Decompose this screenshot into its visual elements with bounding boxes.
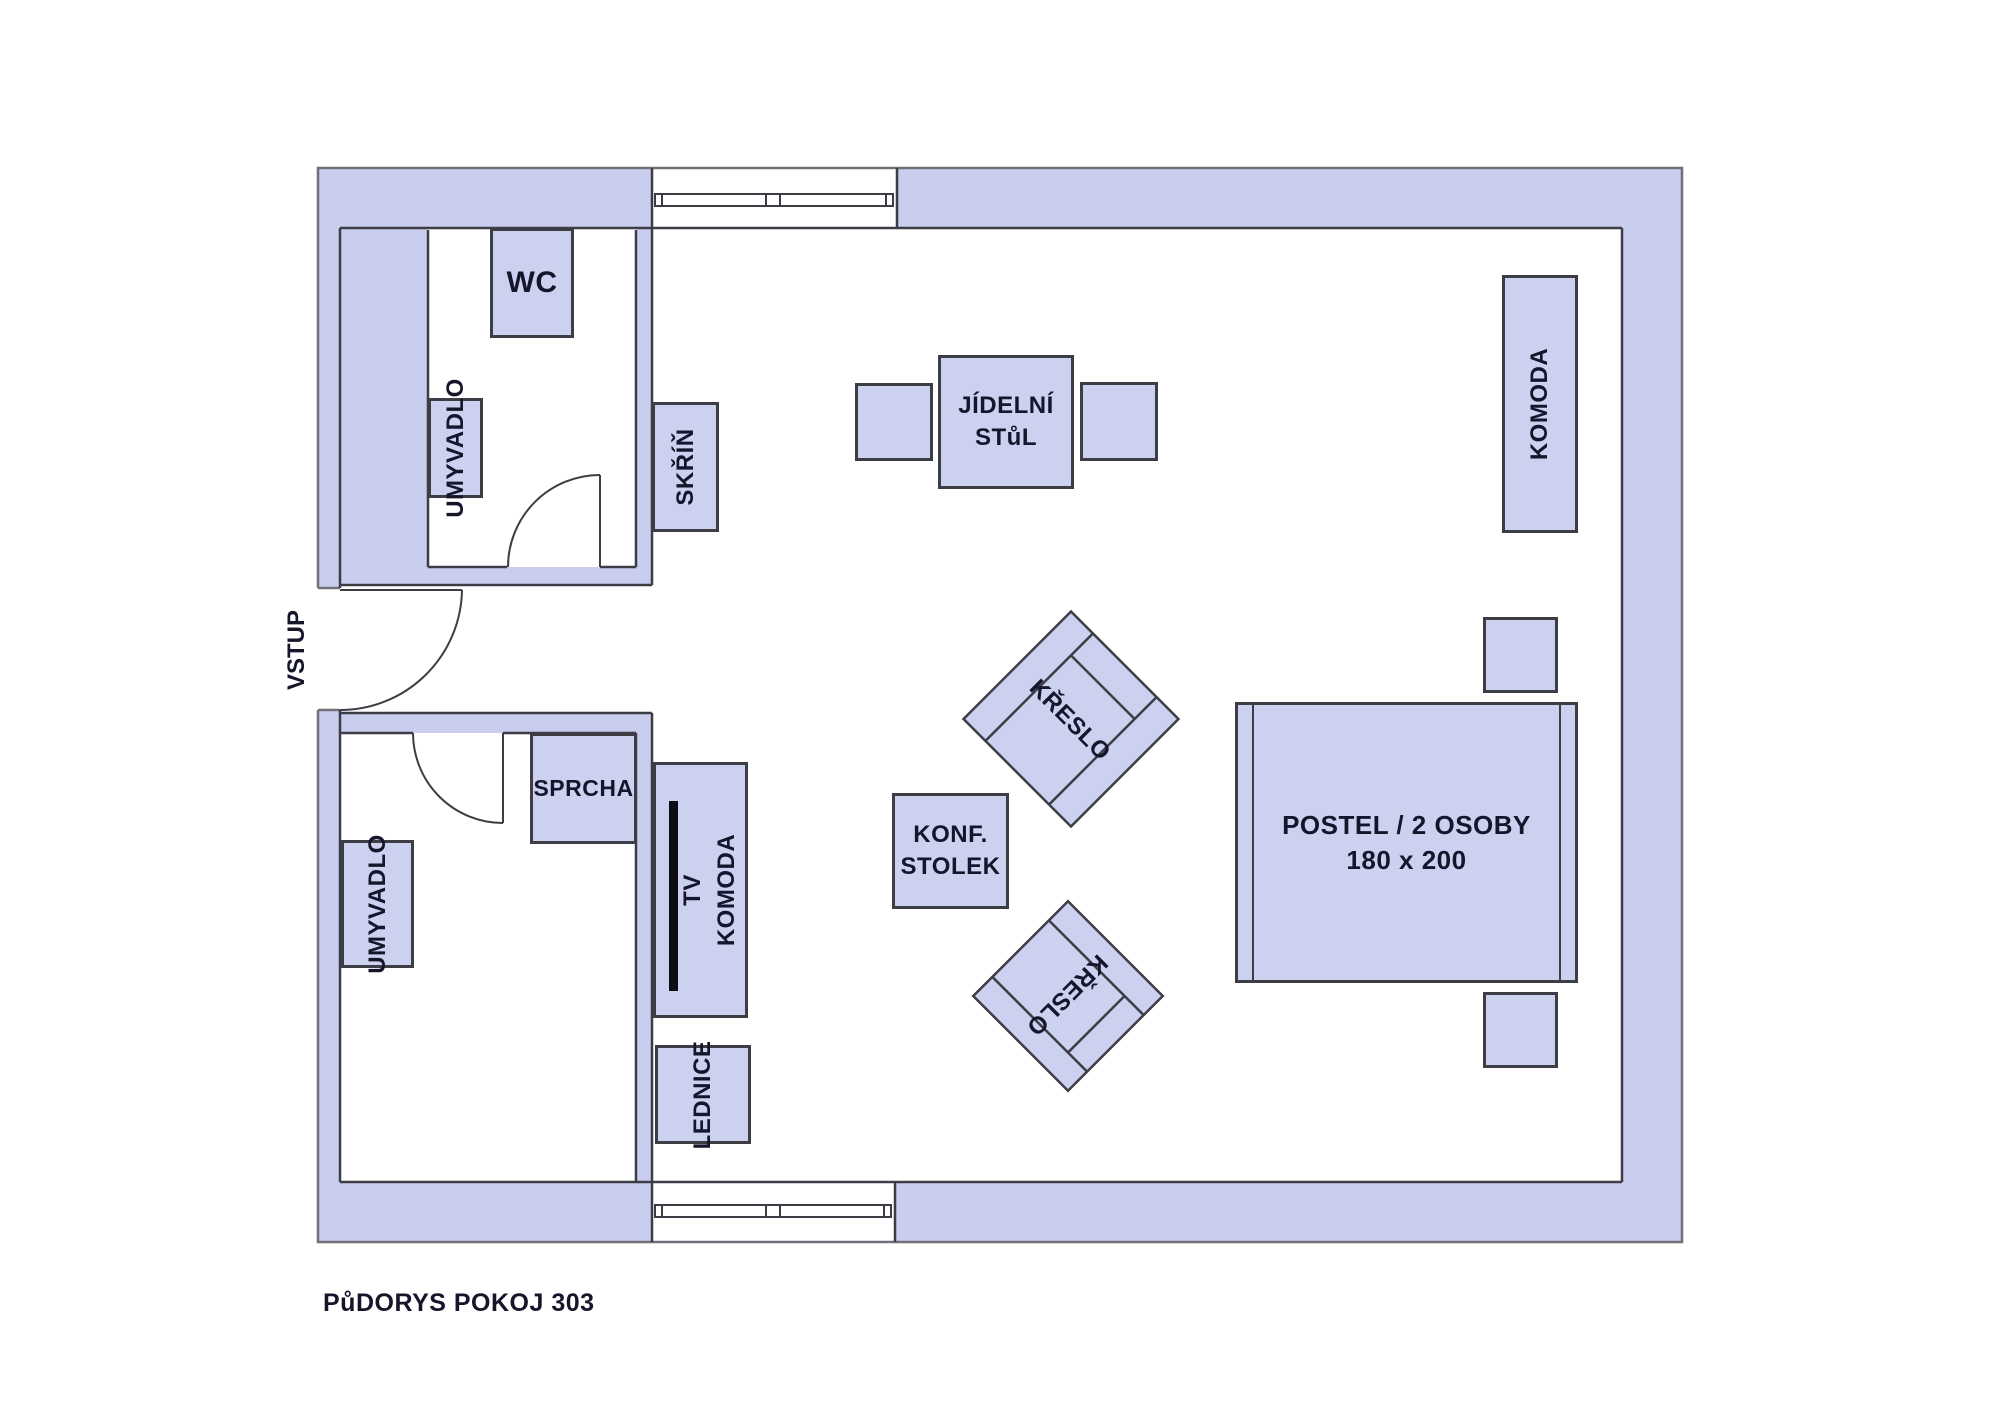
wall-top-right-segment	[897, 168, 1622, 228]
armchair-2-body	[971, 899, 1165, 1093]
fridge: LEDNICE	[655, 1040, 751, 1149]
wall-wc-bottom-block	[340, 567, 636, 585]
shower: SPRCHA	[530, 733, 637, 844]
bed-footboard-line	[1559, 705, 1561, 980]
dresser-right: KOMODA	[1502, 275, 1578, 533]
sink-top-label: UMYVADLO	[441, 378, 469, 518]
wall-wc-left-block	[340, 228, 428, 567]
armchair-2: KŘESLO	[971, 899, 1165, 1093]
dining-table-label-line2: STůL	[974, 424, 1037, 451]
coffee-table-label-line2: STOLEK	[900, 853, 1001, 880]
dining-table-label-line1: JÍDELNÍ	[958, 392, 1054, 419]
walls	[318, 168, 1682, 1242]
sink-bottom-label: UMYVADLO	[363, 834, 391, 974]
fridge-label: LEDNICE	[689, 1040, 716, 1149]
bed-headboard-line	[1252, 705, 1254, 980]
nightstand-top	[1483, 617, 1558, 693]
wall-left-upper	[318, 168, 340, 588]
wc-door-swing-arc	[507, 474, 601, 568]
wall-bottom-left-segment	[318, 1182, 652, 1242]
dining-table: JÍDELNÍ STůL	[938, 355, 1074, 489]
window-top-mullions	[661, 194, 887, 206]
plan-title: PůDORYS POKOJ 303	[323, 1289, 595, 1317]
window-top	[654, 193, 894, 207]
sink-bottom: UMYVADLO	[341, 834, 414, 974]
dresser-right-label: KOMODA	[1526, 347, 1553, 461]
nightstand-bottom	[1483, 992, 1558, 1068]
inner-wall-lines	[338, 168, 1624, 1242]
sink-top: UMYVADLO	[428, 378, 483, 518]
entrance-door-swing-arc	[339, 589, 463, 711]
entrance-door	[339, 589, 463, 711]
tv-label: TV	[679, 874, 706, 906]
wardrobe-label: SKŘÍŇ	[671, 428, 699, 506]
wall-right	[1622, 168, 1682, 1242]
wall-bathroom-right-band	[636, 733, 652, 1182]
wc-fixture: WC	[490, 228, 574, 338]
tv-screen-bar	[669, 801, 678, 991]
bed-label-line2: 180 x 200	[1346, 844, 1467, 875]
shower-room-door	[412, 732, 504, 824]
wall-hall-bathroom-band	[340, 713, 652, 733]
armchair-2-seat-lines	[991, 919, 1145, 1073]
coffee-table: KONF. STOLEK	[892, 793, 1009, 909]
window-bottom	[654, 1204, 892, 1218]
shower-label: SPRCHA	[533, 775, 634, 802]
entrance-label-text: VSTUP	[283, 609, 311, 691]
wall-left-lower	[318, 710, 340, 1242]
coffee-table-label-line1: KONF.	[913, 821, 988, 848]
wall-wc-right-block	[636, 228, 652, 585]
armchair-1-body	[961, 609, 1181, 829]
dining-chair-right	[1080, 382, 1158, 461]
bed-label-line1: POSTEL / 2 OSOBY	[1282, 810, 1531, 840]
wardrobe: SKŘÍŇ	[652, 402, 719, 532]
wc-door	[507, 474, 601, 568]
shower-door-swing-arc	[412, 732, 504, 824]
dining-chair-left	[855, 383, 933, 461]
double-bed: POSTEL / 2 OSOBY 180 x 200	[1235, 702, 1578, 983]
tv-dresser: TV KOMODA	[653, 762, 748, 1018]
outer-wall-outline	[316, 166, 1684, 1244]
wall-top-left-segment	[318, 168, 652, 228]
tv-dresser-label: KOMODA	[713, 833, 740, 947]
armchair-1-seat-lines	[984, 632, 1158, 806]
window-bottom-mullions	[661, 1205, 885, 1217]
wc-label: WC	[506, 266, 558, 300]
armchair-1: KŘESLO	[961, 609, 1181, 829]
wall-bottom-right-segment	[895, 1182, 1622, 1242]
